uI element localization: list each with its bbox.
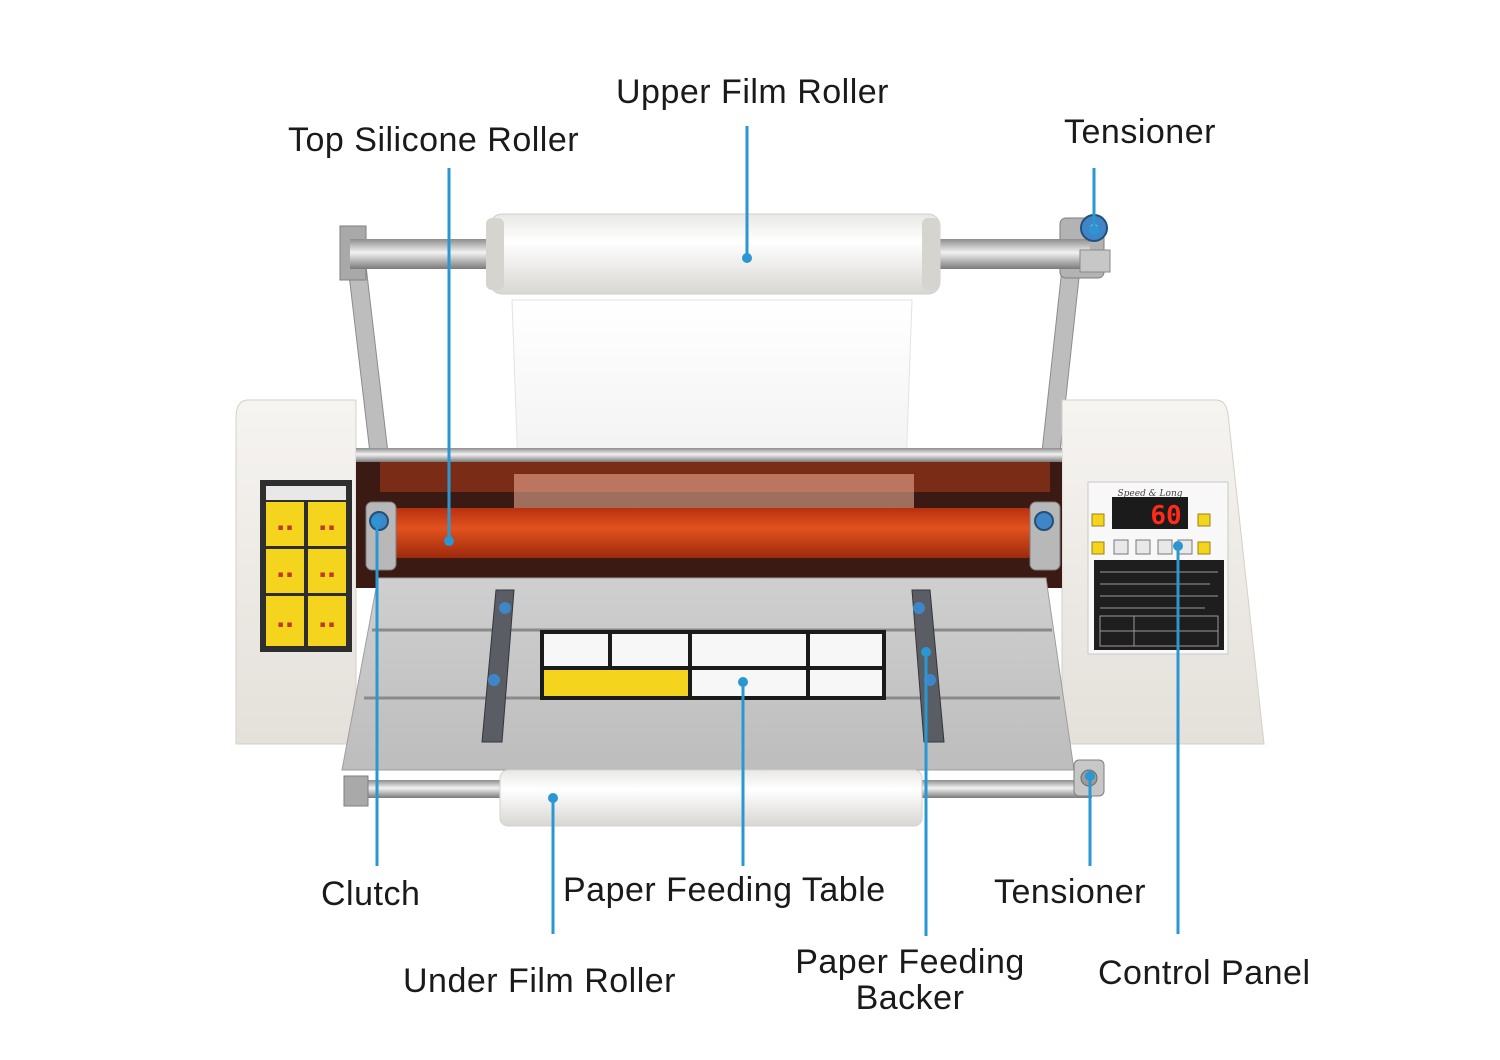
leader-paper-feeding-table	[738, 677, 748, 866]
label-paper-feeding-backer-line2: Backer	[855, 979, 965, 1017]
svg-text:▪ ▪: ▪ ▪	[319, 523, 334, 533]
label-paper-feeding-backer-line1: Paper Feeding	[795, 943, 1025, 981]
leader-clutch	[372, 516, 382, 866]
left-housing: ▪ ▪ ▪ ▪ ▪ ▪ ▪ ▪ ▪ ▪ ▪ ▪	[235, 399, 357, 745]
label-paper-feeding-table: Paper Feeding Table	[563, 871, 886, 909]
leader-under-film-roller	[548, 793, 558, 934]
label-top-silicone-roller: Top Silicone Roller	[288, 121, 580, 159]
upper-film-sheet	[511, 299, 913, 471]
leader-paper-feeding-backer	[921, 647, 931, 936]
leader-top-silicone-roller	[444, 168, 454, 546]
leader-tensioner-bottom	[1085, 771, 1095, 866]
temperature-display: 60	[1150, 501, 1181, 531]
label-paper-feeding-backer: Paper Feeding Backer	[784, 944, 1036, 1016]
svg-text:▪ ▪: ▪ ▪	[277, 523, 292, 533]
upper-film-roller	[350, 213, 1090, 295]
label-tensioner-top: Tensioner	[1064, 113, 1216, 151]
svg-text:▪ ▪: ▪ ▪	[319, 620, 334, 630]
label-clutch: Clutch	[321, 875, 421, 913]
leader-upper-film-roller	[742, 126, 752, 263]
label-control-panel: Control Panel	[1098, 954, 1311, 992]
label-tensioner-bottom: Tensioner	[994, 873, 1146, 911]
svg-text:▪ ▪: ▪ ▪	[277, 570, 292, 580]
label-upper-film-roller: Upper Film Roller	[616, 73, 889, 111]
leader-tensioner-top	[1089, 168, 1099, 235]
leader-lines	[372, 126, 1183, 936]
control-panel: Speed & Long 60	[1087, 481, 1229, 655]
under-film-roller	[348, 769, 1092, 827]
svg-text:▪ ▪: ▪ ▪	[319, 570, 334, 580]
leader-control-panel	[1173, 541, 1183, 934]
label-under-film-roller: Under Film Roller	[403, 962, 676, 1000]
svg-text:Speed & Long: Speed & Long	[1117, 489, 1182, 499]
paper-feeding-table	[341, 577, 1075, 771]
svg-text:▪ ▪: ▪ ▪	[277, 620, 292, 630]
